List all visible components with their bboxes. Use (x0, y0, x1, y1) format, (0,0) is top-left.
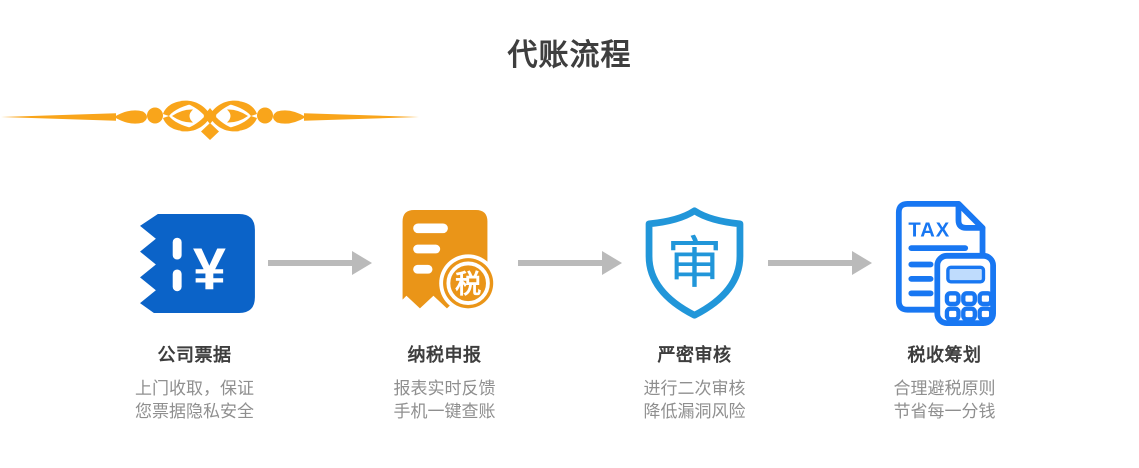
step-tax-declaration: 税 纳税申报 报表实时反馈 手机一键查账 (370, 204, 520, 423)
ornament-divider-graphic (1, 100, 419, 140)
step-desc-line: 合理避税原则 (893, 379, 996, 398)
flow-arrow-icon (767, 250, 872, 276)
ornament-divider (0, 98, 1139, 142)
page-title: 代账流程 (507, 39, 632, 72)
step-title: 税收筹划 (907, 345, 982, 365)
audit-shield-icon: 审 (638, 204, 751, 322)
step-description: 上门收取，保证 您票据隐私安全 (135, 377, 254, 423)
audit-character: 审 (666, 231, 722, 294)
step-title: 纳税申报 (407, 345, 482, 365)
step-desc-line: 降低漏洞风险 (643, 402, 746, 421)
step-tax-planning: TAX 税收筹划 合理避税原则 节省每一分钱 (870, 200, 1020, 423)
process-flow: ¥ 公司票据 上门收取，保证 您票据隐私安全 税 (120, 200, 1020, 423)
tax-receipt-icon: 税 (391, 204, 499, 322)
step-desc-line: 进行二次审核 (643, 379, 746, 398)
step-desc-line: 节省每一分钱 (893, 402, 996, 421)
step-desc-line: 上门收取，保证 (135, 379, 254, 398)
step-description: 合理避税原则 节省每一分钱 (894, 377, 996, 423)
step-company-invoices: ¥ 公司票据 上门收取，保证 您票据隐私安全 (120, 204, 270, 423)
step-title: 公司票据 (157, 345, 232, 365)
yen-symbol: ¥ (193, 235, 226, 302)
tax-planning-icon: TAX (893, 200, 997, 326)
invoice-ticket-icon: ¥ (132, 204, 257, 322)
step-desc-line: 报表实时反馈 (393, 379, 496, 398)
step-strict-audit: 审 严密审核 进行二次审核 降低漏洞风险 (620, 204, 770, 423)
step-description: 进行二次审核 降低漏洞风险 (644, 377, 746, 423)
step-title: 严密审核 (657, 345, 732, 365)
step-desc-line: 手机一键查账 (393, 402, 496, 421)
step-description: 报表实时反馈 手机一键查账 (394, 377, 496, 423)
step-desc-line: 您票据隐私安全 (135, 402, 254, 421)
flow-arrow-icon (517, 250, 622, 276)
tax-label: TAX (908, 219, 950, 241)
tax-character: 税 (455, 269, 481, 299)
flow-arrow-icon (267, 250, 372, 276)
